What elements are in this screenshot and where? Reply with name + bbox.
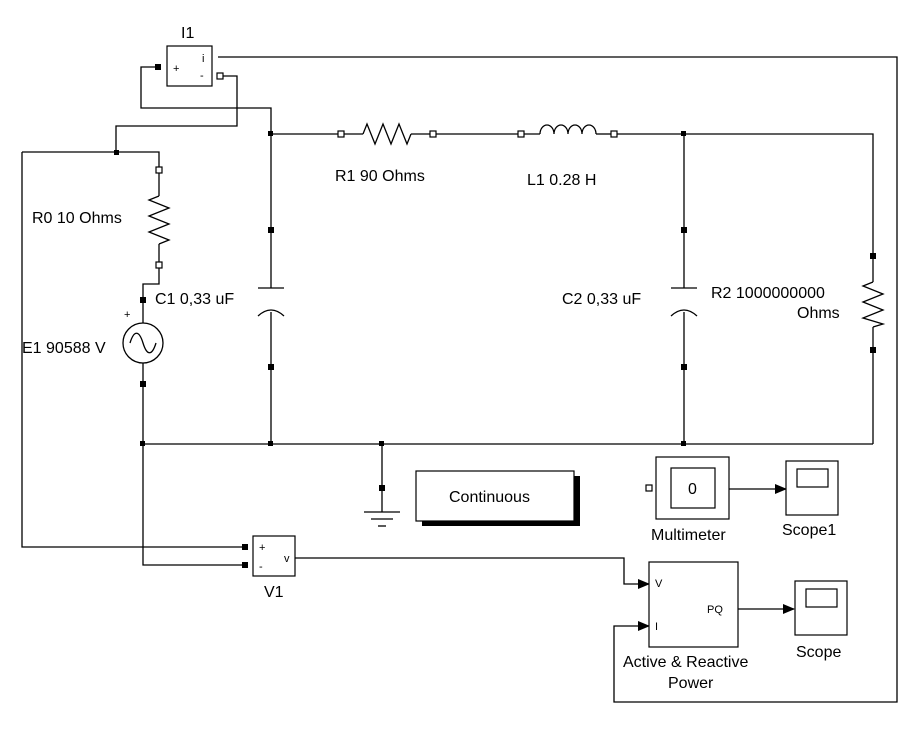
terminal-port[interactable]: [870, 253, 876, 259]
voltage-meter-minus: -: [259, 561, 263, 573]
terminal-port[interactable]: [140, 381, 146, 387]
terminal-port[interactable]: [379, 485, 385, 491]
terminal-port[interactable]: [645, 484, 653, 492]
multimeter-block[interactable]: 0 Multimeter: [651, 456, 730, 544]
terminal-port[interactable]: [268, 227, 274, 233]
power-input-v: V: [655, 578, 663, 590]
resistor-r2-label-line2: Ohms: [797, 305, 840, 322]
junction-dot: [268, 441, 273, 446]
terminal-port[interactable]: [155, 64, 161, 70]
terminal-port[interactable]: [681, 227, 687, 233]
wire-i1-to-power: [218, 56, 898, 703]
terminal-port[interactable]: [517, 130, 525, 138]
multimeter-display: [670, 467, 716, 509]
inductor-l1-symbol: [539, 124, 597, 135]
voltage-meter-label: V1: [264, 584, 284, 601]
capacitor-c1[interactable]: C1 0,33 uF: [155, 287, 285, 317]
terminal-port[interactable]: [155, 261, 163, 269]
power-output-pq: PQ: [707, 604, 723, 616]
capacitor-c1-plate-curved: [257, 309, 285, 317]
scope-label: Scope: [796, 644, 841, 661]
wires: [21, 56, 898, 703]
current-meter-label: I1: [181, 25, 194, 42]
junction-dot: [681, 441, 686, 446]
power-block[interactable]: V I PQ Active & Reactive Power: [623, 561, 748, 692]
junction-dot: [140, 441, 145, 446]
current-meter-plus: +: [173, 63, 179, 75]
terminal-port[interactable]: [242, 544, 248, 550]
resistor-r1[interactable]: R1 90 Ohms: [335, 122, 425, 185]
junction-dot: [681, 131, 686, 136]
capacitor-c2-plate-curved: [670, 309, 698, 317]
resistor-r2-symbol: [861, 281, 886, 328]
voltage-source-e1-label: E1 90588 V: [22, 340, 106, 357]
continuous-label: Continuous: [449, 489, 530, 506]
wire-top-rail-2: [614, 133, 874, 256]
resistor-r2[interactable]: R2 1000000000 Ohms: [711, 281, 886, 328]
wire-r0-to-e1: [142, 265, 160, 300]
scope1-label: Scope1: [782, 522, 836, 539]
terminal-port[interactable]: [429, 130, 437, 138]
scope-screen-icon: [805, 588, 838, 608]
resistor-r1-label: R1 90 Ohms: [335, 168, 425, 185]
capacitor-c2-label: C2 0,33 uF: [562, 291, 641, 308]
terminal-port[interactable]: [681, 364, 687, 370]
terminal-port[interactable]: [242, 562, 248, 568]
scope-block[interactable]: Scope: [794, 580, 848, 661]
wire-i1-plus: [140, 66, 272, 134]
current-meter-block[interactable]: I1 + - i: [166, 25, 213, 87]
ground-icon: [364, 511, 400, 527]
resistor-r0[interactable]: R0 10 Ohms: [32, 195, 171, 245]
resistor-r2-label-line1: R2 1000000000: [711, 285, 825, 302]
terminal-port[interactable]: [155, 166, 163, 174]
resistor-r0-symbol: [147, 195, 171, 245]
inductor-l1[interactable]: L1 0.28 H: [527, 124, 598, 189]
terminal-port[interactable]: [216, 72, 224, 80]
scope1-block[interactable]: Scope1: [782, 460, 839, 539]
wire-v1-minus: [142, 384, 245, 566]
voltage-meter-plus: +: [259, 542, 265, 554]
voltage-meter-block[interactable]: + - v V1: [252, 535, 296, 601]
junction-dot: [268, 131, 273, 136]
junction-dot: [379, 441, 384, 446]
junctions: [114, 64, 876, 568]
terminal-port[interactable]: [337, 130, 345, 138]
power-label-line2: Power: [668, 675, 714, 692]
resistor-r0-label: R0 10 Ohms: [32, 210, 122, 227]
multimeter-label: Multimeter: [651, 527, 726, 544]
continuous-block[interactable]: Continuous: [415, 470, 580, 526]
terminal-port[interactable]: [870, 347, 876, 353]
voltage-source-polarity: +: [124, 309, 130, 321]
sine-wave-icon: [129, 332, 157, 354]
voltage-meter-out: v: [284, 553, 290, 565]
wire-v1-plus: [21, 152, 245, 548]
terminal-port[interactable]: [610, 130, 618, 138]
resistor-r1-symbol: [362, 122, 412, 146]
terminal-port[interactable]: [140, 297, 146, 303]
wire-i1-minus: [115, 75, 238, 152]
multimeter-display-value: 0: [688, 481, 697, 498]
voltage-source-e1[interactable]: + E1 90588 V: [22, 309, 164, 364]
power-label-line1: Active & Reactive: [623, 654, 748, 671]
inductor-l1-label: L1 0.28 H: [527, 172, 596, 189]
capacitor-c2[interactable]: C2 0,33 uF: [562, 287, 698, 317]
current-meter-minus: -: [200, 70, 204, 82]
power-input-i: I: [655, 621, 658, 633]
scope1-screen-icon: [796, 468, 829, 488]
wire-v1-to-power: [295, 557, 650, 589]
capacitor-c1-label: C1 0,33 uF: [155, 291, 234, 308]
junction-dot: [114, 150, 119, 155]
wire-left-rail: [22, 151, 160, 170]
current-meter-out: i: [202, 53, 204, 65]
terminal-port[interactable]: [268, 364, 274, 370]
